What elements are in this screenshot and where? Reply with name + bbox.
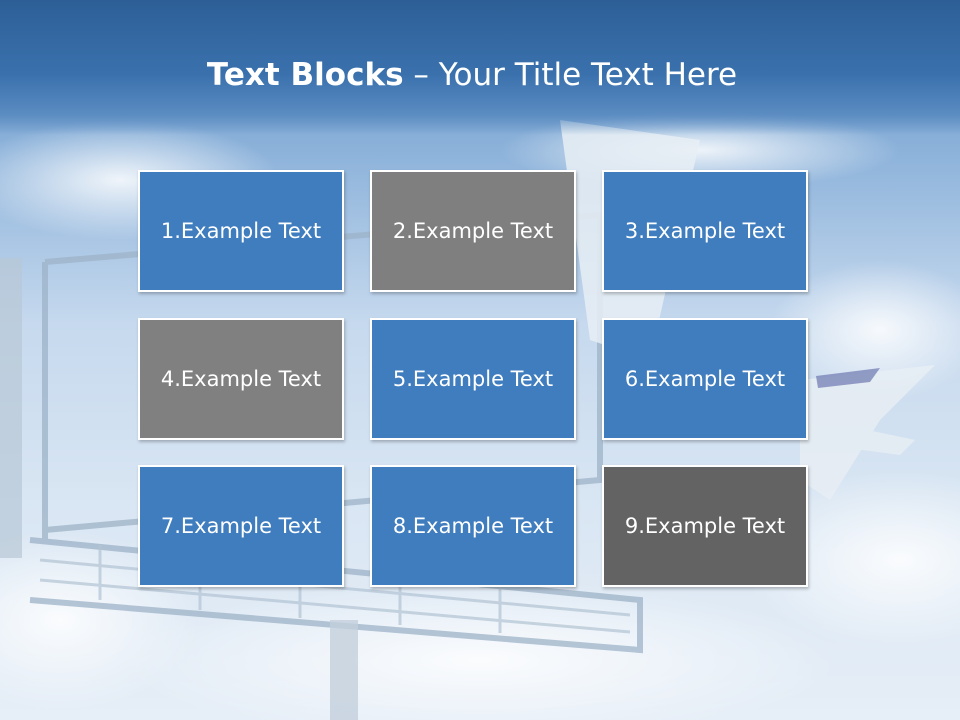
text-block-1[interactable]: 1.Example Text <box>138 170 344 292</box>
text-block-6-label: 6.Example Text <box>624 367 786 391</box>
title-band <box>0 0 960 135</box>
text-block-1-label: 1.Example Text <box>160 219 322 243</box>
text-block-5-label: 5.Example Text <box>392 367 554 391</box>
text-block-6[interactable]: 6.Example Text <box>602 318 808 440</box>
text-block-7[interactable]: 7.Example Text <box>138 465 344 587</box>
text-block-9-label: 9.Example Text <box>624 514 786 538</box>
text-block-3-label: 3.Example Text <box>624 219 786 243</box>
slide-title: Text Blocks – Your Title Text Here <box>0 53 944 97</box>
text-block-5[interactable]: 5.Example Text <box>370 318 576 440</box>
text-block-2[interactable]: 2.Example Text <box>370 170 576 292</box>
text-block-3[interactable]: 3.Example Text <box>602 170 808 292</box>
text-block-8-label: 8.Example Text <box>392 514 554 538</box>
text-block-9[interactable]: 9.Example Text <box>602 465 808 587</box>
title-rest-text: – Your Title Text Here <box>413 57 738 93</box>
text-block-grid: 1.Example Text 2.Example Text 3.Example … <box>138 170 816 594</box>
text-block-2-label: 2.Example Text <box>392 219 554 243</box>
text-block-4[interactable]: 4.Example Text <box>138 318 344 440</box>
text-block-4-label: 4.Example Text <box>160 367 322 391</box>
text-block-8[interactable]: 8.Example Text <box>370 465 576 587</box>
title-bold-text: Text Blocks <box>206 57 404 93</box>
text-block-7-label: 7.Example Text <box>160 514 322 538</box>
